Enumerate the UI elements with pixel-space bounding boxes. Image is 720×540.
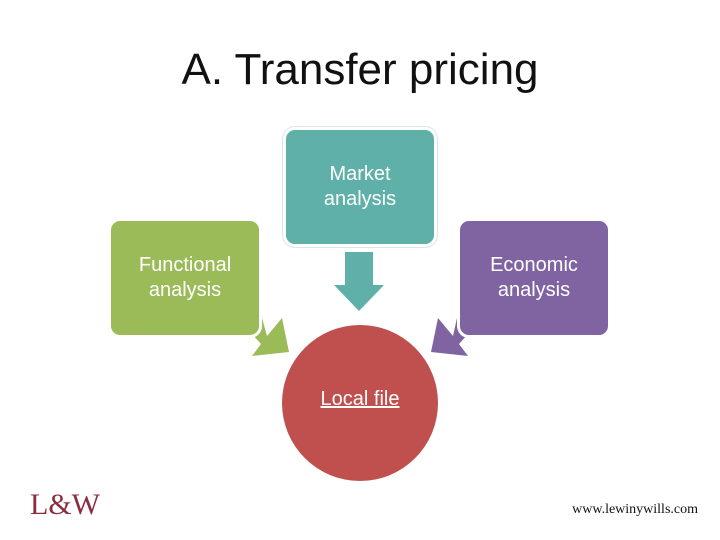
website-url: www.lewinywills.com (572, 502, 698, 517)
slide-title: A. Transfer pricing (181, 45, 539, 94)
node-local-file: Local file (282, 325, 438, 481)
node-functional-analysis: Functional analysis (108, 218, 262, 338)
node-market-analysis-label: Market analysis (323, 163, 397, 210)
node-economic-analysis-label: Economic analysis (490, 254, 578, 301)
node-local-file-label[interactable]: Local file (320, 388, 400, 410)
company-logo: L&W (30, 488, 101, 520)
node-functional-analysis-label: Functional analysis (138, 254, 232, 301)
arrow-market-to-local-file (334, 252, 384, 311)
logo-text: L&W (30, 488, 101, 520)
node-market-analysis: Market analysis (283, 127, 437, 247)
node-economic-analysis: Economic analysis (457, 218, 611, 338)
